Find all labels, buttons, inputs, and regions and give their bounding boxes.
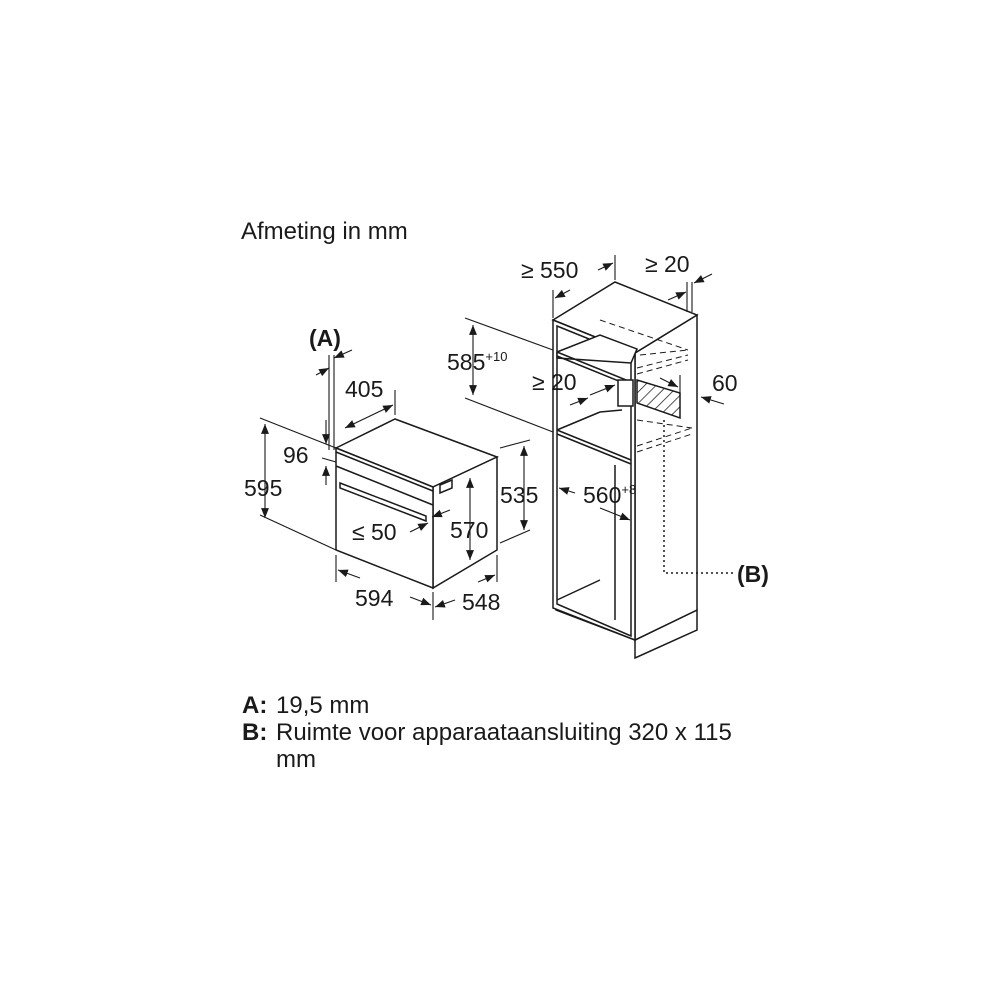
legend-item-a: A: 19,5 mm bbox=[242, 692, 756, 719]
cabinet-drawing bbox=[551, 281, 699, 660]
vent-hatched bbox=[636, 378, 681, 420]
dim-60: 60 bbox=[712, 370, 738, 396]
legend-text: 19,5 mm bbox=[276, 692, 370, 719]
cabinet-hidden-lines bbox=[599, 319, 693, 453]
oven-handle bbox=[339, 481, 427, 523]
cabinet-side bbox=[634, 313, 698, 642]
dim-405: 405 bbox=[345, 376, 383, 402]
legend-key: A: bbox=[242, 692, 268, 719]
oven-dimension-lines bbox=[259, 349, 531, 620]
dim-594: 594 bbox=[355, 585, 394, 611]
oven-drawing bbox=[334, 418, 499, 590]
legend-item-b: B: Ruimte voor apparaataansluiting 320 x… bbox=[242, 719, 756, 773]
dim-585: 585+10 bbox=[447, 349, 507, 375]
dim-gap-top: ≥ 20 bbox=[645, 251, 690, 277]
dim-handle: ≤ 50 bbox=[352, 519, 397, 545]
dim-595: 595 bbox=[244, 475, 282, 501]
legend: A: 19,5 mm B: Ruimte voor apparaataanslu… bbox=[242, 692, 756, 773]
label-a: (A) bbox=[309, 325, 341, 351]
dim-548: 548 bbox=[462, 589, 500, 615]
dim-gap-back: ≥ 20 bbox=[532, 369, 577, 395]
legend-text: Ruimte voor apparaataansluiting 320 x 11… bbox=[276, 719, 732, 773]
dim-570: 570 bbox=[450, 517, 488, 543]
oven-front bbox=[335, 446, 434, 590]
dim-550: ≥ 550 bbox=[521, 257, 578, 283]
connection-leader-line bbox=[663, 420, 735, 574]
diagram-title: Afmeting in mm bbox=[241, 218, 408, 245]
dim-560: 560+8 bbox=[583, 482, 636, 508]
cabinet-dimension-lines bbox=[464, 255, 725, 521]
label-b: (B) bbox=[737, 561, 769, 587]
dim-96: 96 bbox=[283, 442, 309, 468]
dim-535: 535 bbox=[500, 482, 538, 508]
legend-key: B: bbox=[242, 719, 268, 746]
